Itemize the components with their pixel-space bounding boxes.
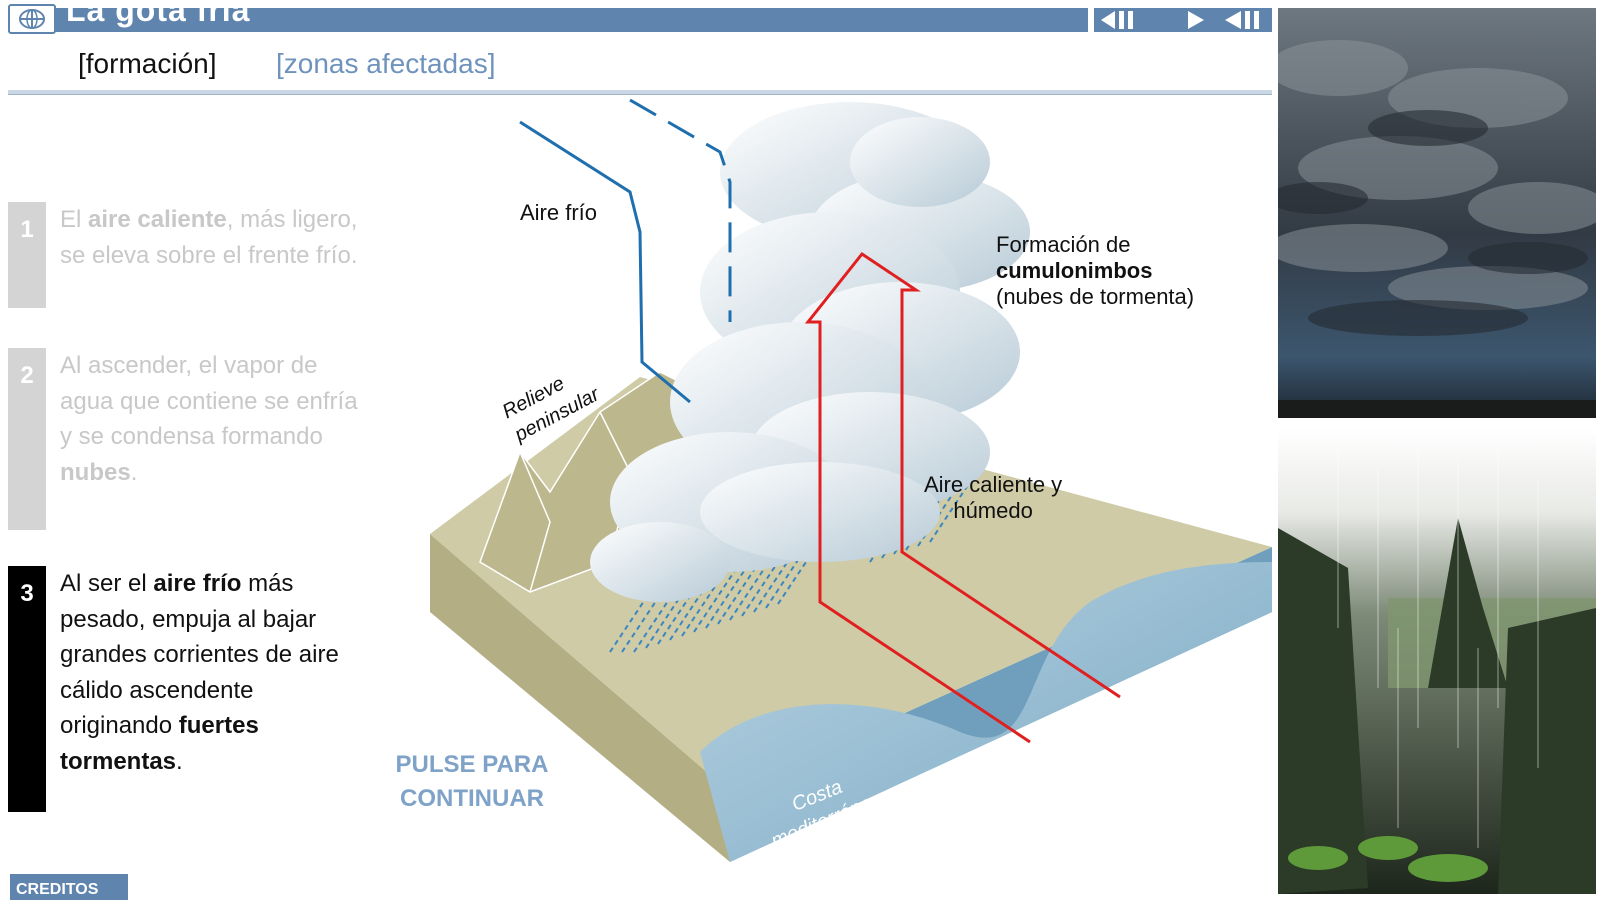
cold-air-arrow-2 <box>629 98 732 322</box>
label-cumulonimbus: Formación de cumulonimbos (nubes de torm… <box>996 232 1195 309</box>
step-text: El aire caliente, más ligero, se eleva s… <box>60 206 358 269</box>
continue-button[interactable]: PULSE PARA CONTINUAR <box>372 748 572 816</box>
header-bar <box>8 8 1088 32</box>
tab-zonas-afectadas[interactable]: [zonas afectadas] <box>276 48 496 79</box>
label-cold-air: Aire frío <box>520 200 598 225</box>
step-2[interactable]: 2 Al ascender, el vapor de agua que cont… <box>8 348 358 530</box>
storm-clouds-photo <box>1268 8 1600 418</box>
globe-icon[interactable] <box>8 4 56 34</box>
step-number: 2 <box>8 348 46 530</box>
prev-icon <box>1100 11 1133 29</box>
step-1[interactable]: 1 El aire caliente, más ligero, se eleva… <box>8 202 358 308</box>
sea-surface <box>700 547 1272 862</box>
cumulonimbus-cloud <box>590 102 1030 602</box>
divider <box>8 90 1272 95</box>
warm-air-arrow <box>804 251 1121 744</box>
rain-landscape-photo <box>1278 428 1596 894</box>
page-title: La gota fría <box>66 0 251 28</box>
terrain-block-front <box>430 534 730 862</box>
continue-line-2: CONTINUAR <box>400 785 544 812</box>
back-button[interactable] <box>1217 9 1272 31</box>
step-text: Al ascender, el vapor de agua que contie… <box>60 352 358 486</box>
continue-line-1: PULSE PARA <box>395 751 549 778</box>
back-icon <box>1225 11 1260 29</box>
label-warm-air: Aire caliente y húmedo <box>924 472 1063 523</box>
prev-button[interactable] <box>1094 9 1149 31</box>
step-number: 3 <box>8 566 46 812</box>
next-icon <box>1187 11 1204 29</box>
cold-air-arrow <box>519 120 691 404</box>
step-text: Al ser el aire frío más pesado, empuja a… <box>60 570 339 775</box>
nav-controls <box>1094 8 1272 32</box>
next-button[interactable] <box>1155 9 1210 31</box>
step-number: 1 <box>8 202 46 308</box>
storm-formation-diagram: Aire frío Formación de cumulonimbos (nub… <box>400 92 1280 882</box>
credits-button[interactable]: CREDITOS <box>10 874 128 900</box>
step-3[interactable]: 3 Al ser el aire frío más pesado, empuja… <box>8 566 353 812</box>
tab-formacion[interactable]: [formación] <box>78 48 217 79</box>
